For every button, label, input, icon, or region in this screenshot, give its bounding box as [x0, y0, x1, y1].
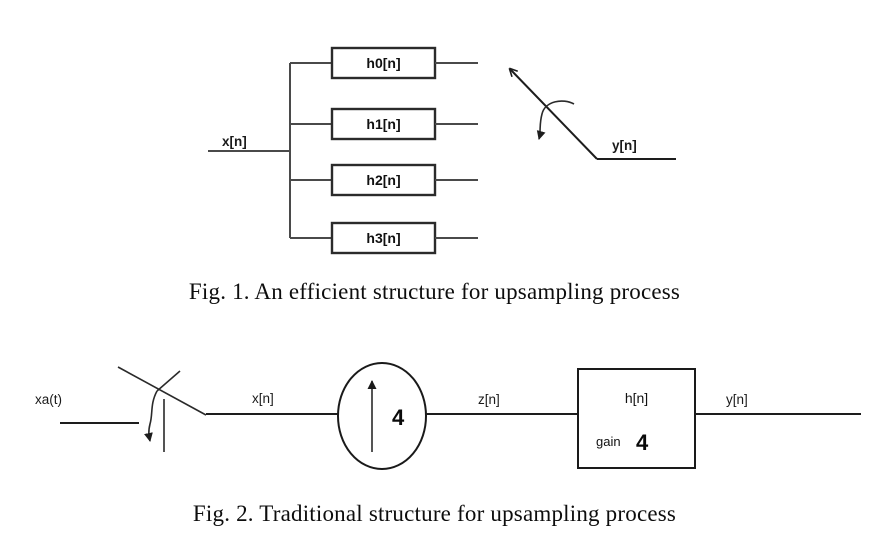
figure2-sampler-output-label: x[n]: [252, 391, 274, 406]
figure1-filter-label-3: h3[n]: [366, 230, 400, 246]
figure2-input-label: xa(t): [35, 392, 62, 407]
figure2-caption: Fig. 2. Traditional structure for upsamp…: [192, 501, 677, 526]
figure2-group: xa(t) x[n] 4 z[n]: [35, 362, 861, 470]
figure2-filter-label: h[n]: [625, 390, 648, 406]
figure1-filter-label-2: h2[n]: [366, 172, 400, 188]
sampling-switch-rotation-arrow-icon: [144, 390, 158, 442]
figure1-input-label: x[n]: [222, 134, 247, 149]
figure2-intermediate-label: z[n]: [478, 392, 500, 407]
figure1-filter-box-3: [330, 221, 437, 255]
commutator-switch-arm: [508, 67, 598, 160]
upsampler-factor: 4: [392, 405, 405, 430]
figure2-gain-word: gain: [596, 434, 621, 449]
sampling-switch-pivot-stub: [156, 370, 181, 392]
figure1-filter-label-1: h1[n]: [366, 116, 400, 132]
figure1-output-label: y[n]: [612, 138, 637, 153]
figure1-filter-label-0: h0[n]: [366, 55, 400, 71]
figure2-filter-box: [577, 368, 696, 469]
figure1-group: h0[n] h1[n] h2[n] h3[n] x[n] y[n]: [208, 46, 676, 255]
figure1-filter-box-0: [330, 46, 437, 80]
figure2-gain-value: 4: [636, 430, 649, 455]
upsampler-ellipse: [337, 362, 427, 470]
figure1-caption: Fig. 1. An efficient structure for upsam…: [188, 279, 681, 304]
commutator-rotation-arrow-icon: [536, 100, 575, 140]
figure2-output-label: y[n]: [726, 392, 748, 407]
sampling-switch-arm: [117, 366, 207, 416]
